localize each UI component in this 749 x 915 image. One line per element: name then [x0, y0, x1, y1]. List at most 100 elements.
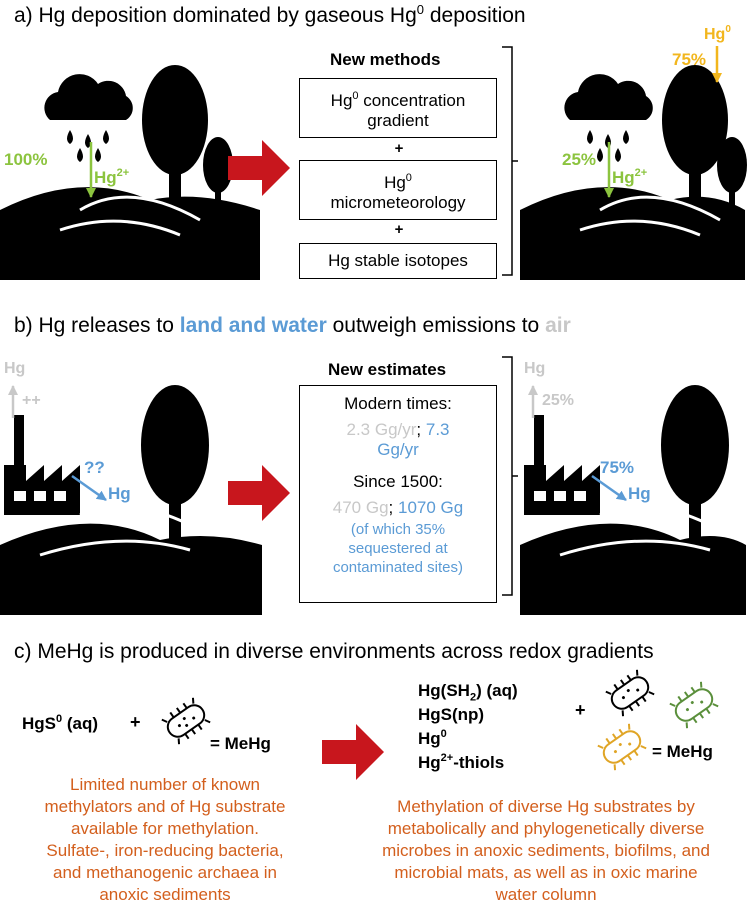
box2-text: Hg [384, 172, 406, 192]
right-sub-4-text: Hg [418, 753, 441, 772]
since-label: Since 1500: [353, 472, 443, 491]
left-desc-line: and methanogenic archaea in [53, 863, 277, 882]
method-box-concentration-line1: Hg0 concentration [331, 86, 466, 111]
modern-label: Modern times: [344, 394, 452, 413]
panel-a-heading-text-post: deposition [424, 4, 526, 27]
right-sub-2: HgS(np) [418, 705, 485, 724]
pct-a-right: 25% [562, 150, 597, 169]
right-sub-1-text-post: ) (aq) [476, 681, 518, 700]
modern-values: 2.3 Gg/yr; 7.3 [346, 420, 449, 440]
left-substrate: HgS0 (aq) [22, 714, 98, 734]
arrow-b-right-grey-icon [528, 385, 538, 418]
modern-water-unit: Gg/yr [377, 440, 419, 459]
species-a-left: Hg2+ [94, 168, 129, 188]
panel-b-heading-air: air [545, 314, 571, 337]
method-box-concentration: Hg0 concentration gradient [299, 78, 497, 138]
left-substrate-text: HgS [22, 714, 56, 733]
box1-text: Hg [330, 90, 353, 110]
right-sub-1-text: Hg(SH [418, 681, 470, 700]
red-arrow-b-icon [228, 465, 290, 521]
plus-c-right: + [575, 700, 586, 720]
species-a-top: Hg0 [704, 24, 731, 44]
left-desc-line: available for methylation. [70, 819, 260, 838]
landscape-a-left-icon [0, 65, 260, 280]
box1-sup: 0 [352, 89, 359, 102]
left-desc-line: methylators and of Hg substrate [44, 797, 286, 816]
panel-a-heading-text: a) Hg deposition dominated by gaseous Hg [14, 4, 417, 27]
arrow-b-left-grey-icon [7, 385, 18, 418]
method-box-micromet-line1: Hg0 [384, 168, 412, 193]
left-desc-line: Sulfate-, iron-reducing bacteria, [46, 841, 284, 860]
panel-a-heading-sup: 0 [416, 2, 425, 18]
estimates-title: New estimates [328, 360, 447, 379]
since-values: 470 Gg; 1070 Gg [333, 498, 463, 518]
panel-b-heading-text: b) Hg releases to [14, 314, 180, 337]
since-sep: ; [388, 498, 398, 517]
arrow-b-left-blue-icon [71, 474, 107, 502]
equals-c-right: = MeHg [652, 742, 713, 761]
panel-b-heading-highlight: land and water [179, 314, 327, 337]
bacterium-black-icon [161, 697, 211, 745]
landscape-b-right-icon [520, 385, 746, 615]
box2-sup: 0 [405, 171, 412, 184]
landscape-a-right-icon [520, 65, 747, 280]
species-a-left-text: Hg [94, 168, 117, 187]
note-line-1: (of which 35% [350, 521, 446, 538]
panel-b-heading: b) Hg releases to land and water outweig… [14, 314, 571, 338]
species-b-left-air: Hg [4, 360, 26, 377]
plus-a-2: + [394, 221, 404, 238]
right-sub-3-sup: 0 [440, 728, 447, 740]
right-desc-line: microbial mats, as well as in oxic marin… [394, 863, 698, 882]
landscape-b-left-icon [0, 385, 262, 615]
bacterium-black-right-icon [605, 669, 655, 717]
method-box-concentration-line2: gradient [367, 110, 429, 130]
modern-water-value: 7.3 [425, 420, 450, 439]
bracket-a-icon [502, 46, 518, 276]
species-b-right-air: Hg [524, 360, 546, 377]
bracket-b-icon [502, 356, 518, 596]
right-sub-3: Hg0 [418, 729, 447, 749]
method-box-isotopes: Hg stable isotopes [299, 243, 497, 279]
panel-c-heading: c) MeHg is produced in diverse environme… [14, 640, 654, 663]
species-a-right-sup: 2+ [634, 167, 648, 179]
species-a-left-sup: 2+ [116, 167, 130, 179]
left-substrate-sup: 0 [56, 713, 63, 725]
right-desc-line: metabolically and phylogenetically diver… [387, 819, 705, 838]
pct-a-top: 75% [672, 50, 707, 69]
box1-text-b: concentration [358, 90, 466, 110]
right-sub-4-text-post: -thiols [453, 753, 505, 772]
left-desc-line: Limited number of known [70, 775, 260, 794]
pct-b-right-water: 75% [600, 458, 635, 477]
note-line-2: sequestered at [348, 540, 448, 557]
species-b-left-water: Hg [108, 484, 131, 503]
right-desc-line: microbes in anoxic sediments, biofilms, … [382, 841, 710, 860]
species-a-top-sup: 0 [725, 24, 731, 35]
right-description: Methylation of diverse Hg substrates by … [350, 796, 742, 906]
left-desc-line: anoxic sediments [99, 885, 231, 904]
right-desc-line: water column [495, 885, 597, 904]
panel-b-heading-mid: outweigh emissions to [326, 314, 546, 337]
modern-air-value: 2.3 Gg/yr [346, 420, 417, 439]
right-sub-1-subscript: 2 [469, 691, 477, 704]
left-substrate-text-post: (aq) [62, 714, 99, 733]
species-a-right-text: Hg [612, 168, 635, 187]
pct-b-right-air: 25% [542, 392, 575, 409]
amount-b-left-air: ++ [22, 392, 41, 409]
right-sub-3-text: Hg [418, 729, 441, 748]
red-arrow-a-icon [228, 140, 290, 196]
arrow-a-top-yellow-icon [712, 46, 722, 83]
arrow-b-right-blue-icon [591, 474, 627, 502]
plus-a-1: + [394, 140, 404, 157]
since-air-value: 470 Gg [332, 498, 389, 517]
right-sub-1: Hg(SH2) (aq) [418, 681, 518, 703]
species-a-right: Hg2+ [612, 168, 647, 188]
species-b-right-water: Hg [628, 484, 651, 503]
bacterium-green-icon [669, 681, 719, 729]
modern-sep: ; [416, 420, 426, 439]
equals-c-left: = MeHg [210, 734, 271, 753]
method-box-micromet: Hg0 micrometeorology [299, 160, 497, 220]
estimates-box: Modern times: 2.3 Gg/yr; 7.3 Gg/yr Since… [299, 385, 497, 603]
methods-title: New methods [330, 50, 441, 69]
pct-a-left: 100% [4, 150, 48, 169]
right-sub-4-sup: 2+ [440, 752, 454, 764]
